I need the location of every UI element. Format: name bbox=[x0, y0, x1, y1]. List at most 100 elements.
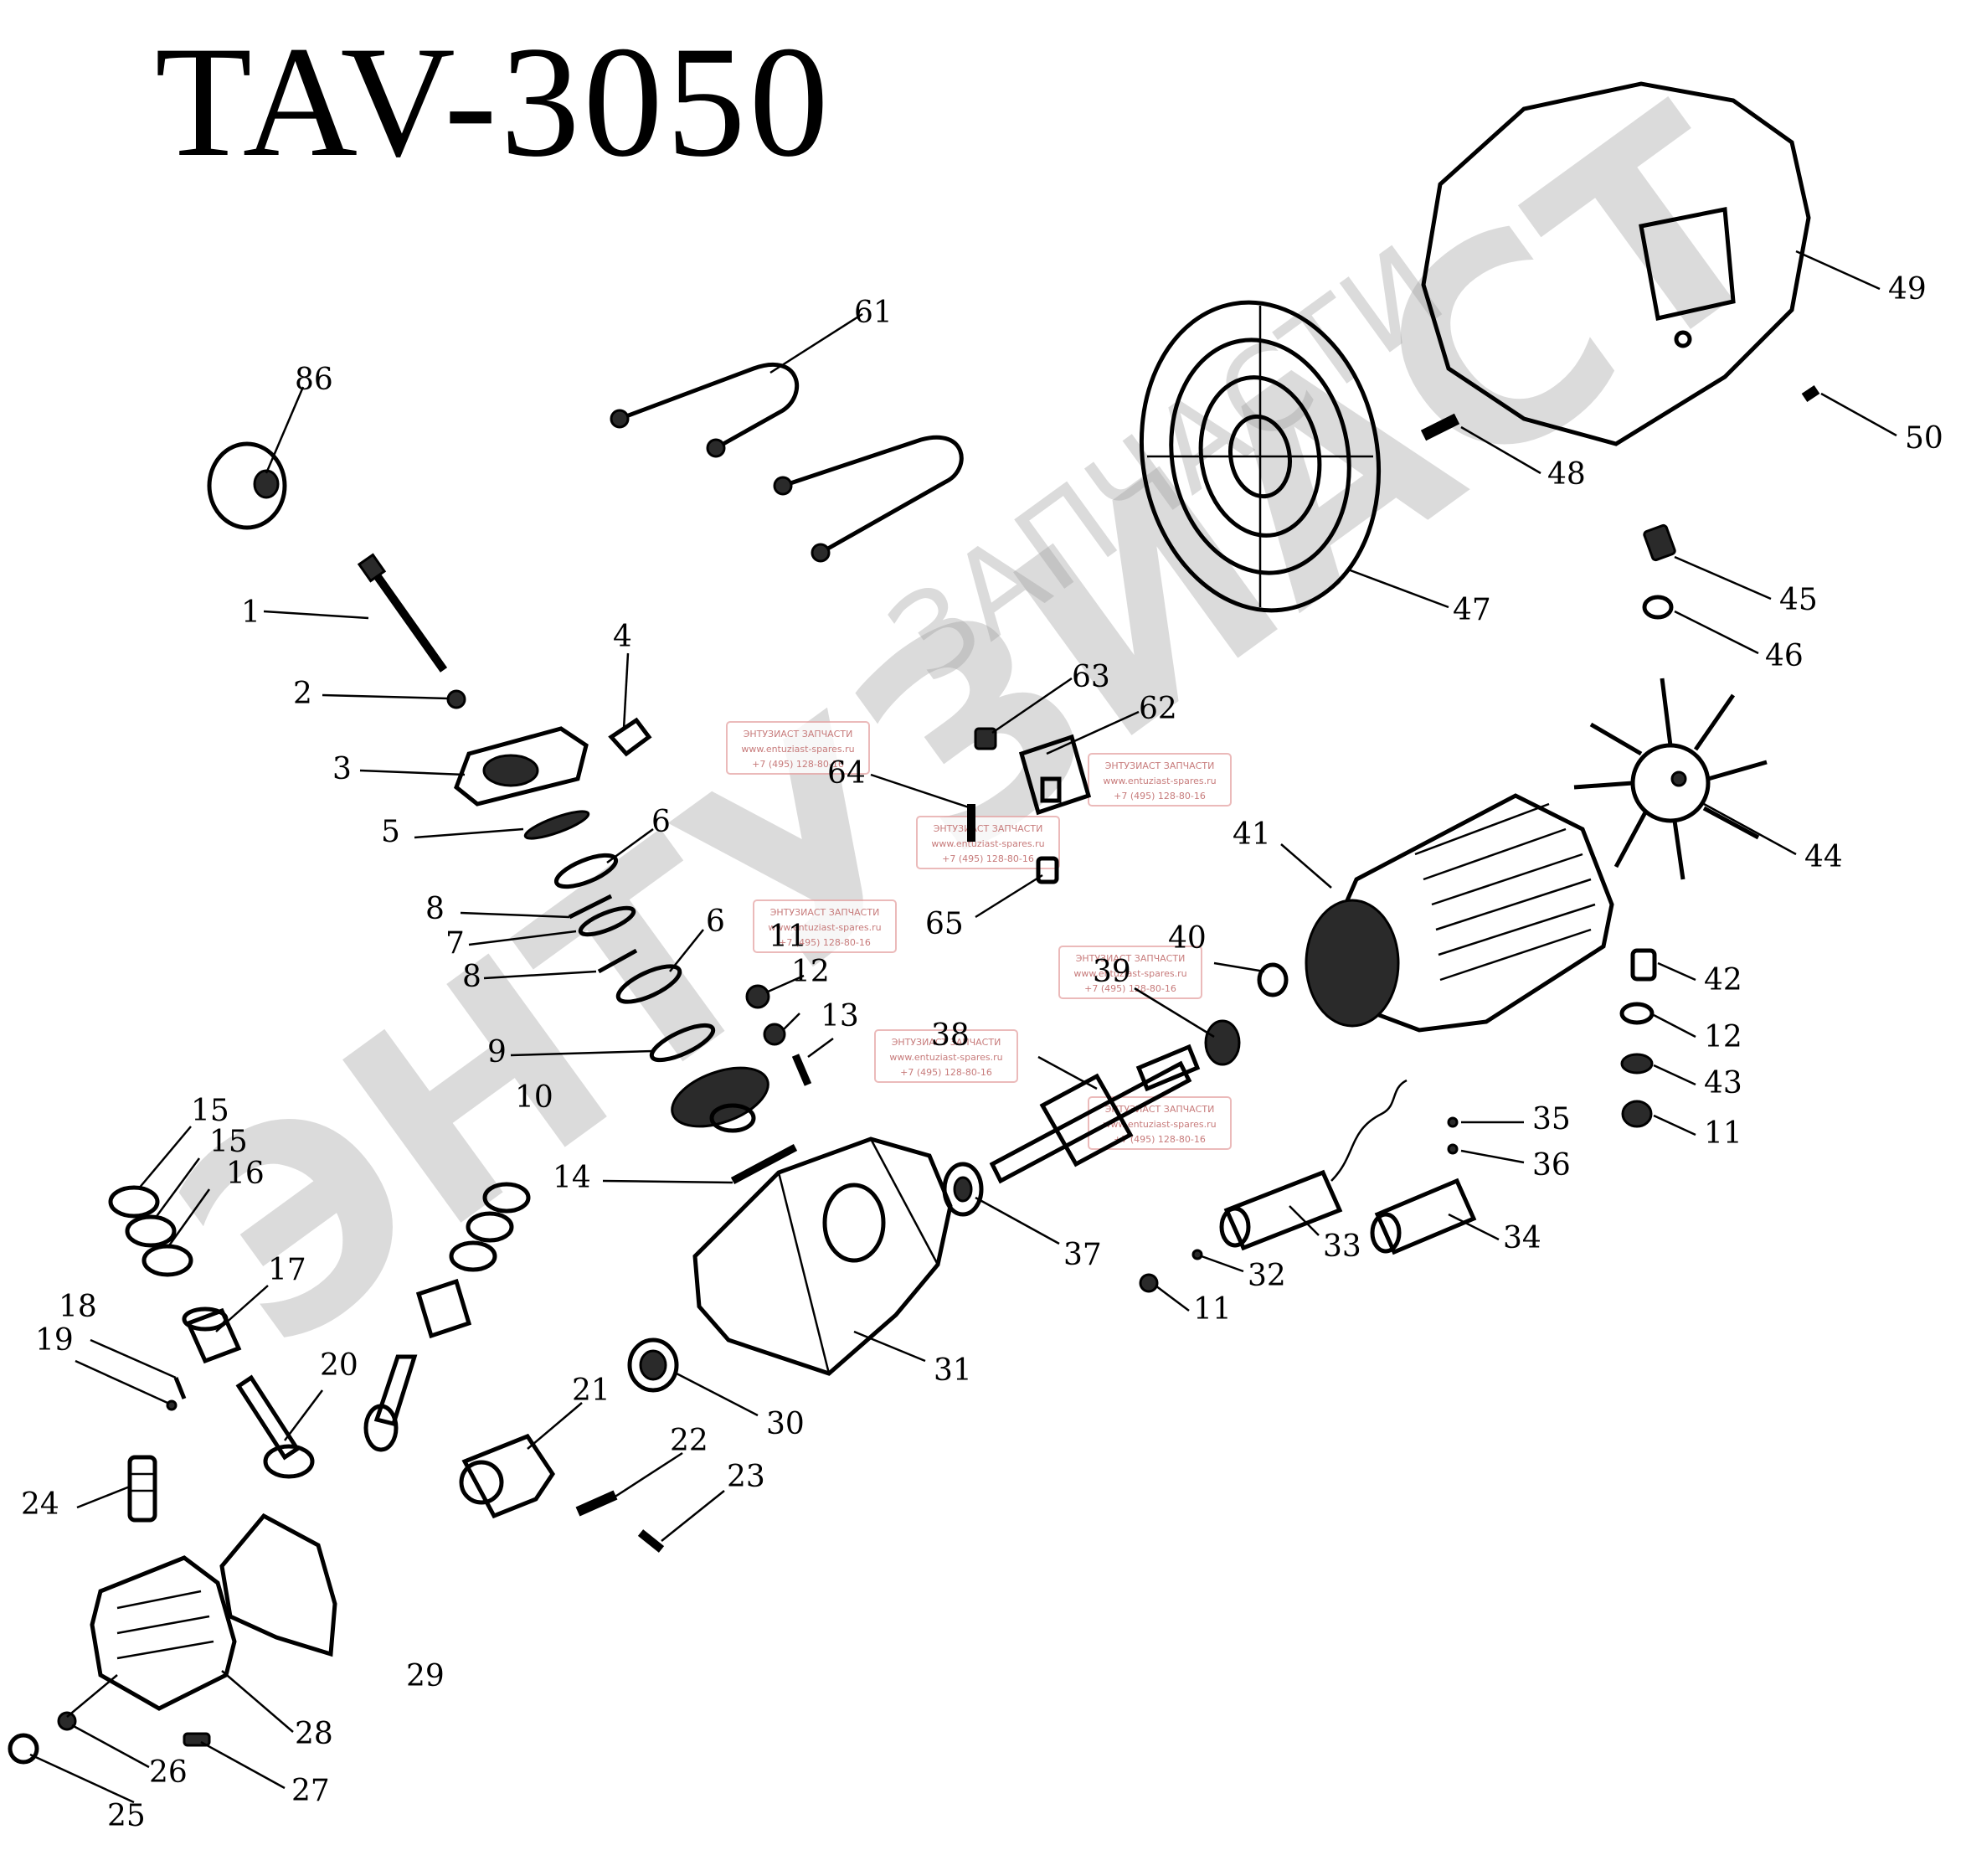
part-8-reed bbox=[597, 948, 638, 974]
part-15-ring bbox=[108, 1185, 160, 1219]
label-48: 48 bbox=[1547, 457, 1586, 492]
part-22-key bbox=[575, 1490, 618, 1517]
label-63: 63 bbox=[1072, 660, 1110, 694]
part-24-breather-fitting bbox=[127, 1455, 157, 1523]
label-13: 13 bbox=[821, 999, 859, 1033]
label-31: 31 bbox=[934, 1353, 972, 1388]
label-41: 41 bbox=[1233, 817, 1271, 852]
label-28: 28 bbox=[295, 1717, 333, 1751]
label-24: 24 bbox=[21, 1487, 59, 1522]
stamp-phone: +7 (495) 128-80-16 bbox=[1084, 983, 1176, 994]
label-2: 2 bbox=[293, 677, 312, 711]
label-37: 37 bbox=[1063, 1238, 1102, 1272]
part-32-screw bbox=[1191, 1249, 1203, 1260]
part-16-ring bbox=[142, 1244, 193, 1277]
label-19: 19 bbox=[35, 1323, 74, 1358]
label-27: 27 bbox=[291, 1774, 330, 1808]
label-50: 50 bbox=[1905, 421, 1943, 456]
label-8a: 8 bbox=[425, 892, 445, 926]
stamp-site: www.entuziast-spares.ru bbox=[1103, 776, 1216, 786]
part-17-piston bbox=[182, 1306, 242, 1364]
label-65: 65 bbox=[925, 907, 964, 941]
part-21-eccentric bbox=[459, 1433, 556, 1519]
label-43: 43 bbox=[1704, 1066, 1742, 1100]
stamp-name: ЭНТУЗИАСТ ЗАПЧАСТИ bbox=[934, 823, 1043, 834]
label-35: 35 bbox=[1532, 1102, 1571, 1136]
part-47-fan-guard bbox=[1139, 300, 1382, 613]
part-18-pin bbox=[173, 1377, 187, 1399]
stamp-name: ЭНТУЗИАСТ ЗАПЧАСТИ bbox=[770, 907, 880, 918]
part-3-valve-plate bbox=[454, 726, 589, 807]
part-23-set-screw bbox=[637, 1529, 665, 1553]
part-12-washer bbox=[763, 1023, 786, 1046]
label-17: 17 bbox=[268, 1253, 306, 1287]
part-10-cylinder bbox=[671, 1066, 769, 1133]
part-connecting-rod bbox=[363, 1354, 418, 1452]
part-19-clip bbox=[166, 1399, 178, 1411]
part-6-gasket bbox=[615, 964, 682, 1004]
label-6a: 6 bbox=[651, 805, 671, 839]
label-49: 49 bbox=[1888, 272, 1927, 307]
label-3: 3 bbox=[332, 752, 352, 786]
part-62-tee-fitting bbox=[1018, 734, 1092, 816]
watermark-stamp: ЭНТУЗИАСТ ЗАПЧАСТИ www.entuziast-spares.… bbox=[726, 721, 870, 775]
part-6-gasket bbox=[553, 853, 619, 889]
label-15b: 15 bbox=[209, 1125, 248, 1159]
part-49-motor-shroud bbox=[1421, 81, 1811, 446]
part-piston bbox=[415, 1278, 472, 1339]
part-ring bbox=[449, 1240, 497, 1272]
stamp-site: www.entuziast-spares.ru bbox=[768, 922, 881, 933]
part-11-nut bbox=[1139, 1273, 1159, 1293]
part-40-wave-washer bbox=[1257, 962, 1289, 997]
part-29-crankcase-gasket bbox=[219, 1513, 337, 1657]
part-1-long-bolt bbox=[357, 553, 448, 673]
label-39: 39 bbox=[1093, 955, 1131, 989]
part-13-screw bbox=[791, 1054, 812, 1086]
part-33-capacitor bbox=[1219, 1079, 1408, 1251]
part-65-cap bbox=[1036, 856, 1059, 884]
watermark-stamp: ЭНТУЗИАСТ ЗАПЧАСТИ www.entuziast-spares.… bbox=[874, 1029, 1018, 1083]
part-25-plug bbox=[8, 1733, 39, 1765]
part-5-gasket bbox=[523, 810, 590, 840]
watermark-stamp: ЭНТУЗИАСТ ЗАПЧАСТИ www.entuziast-spares.… bbox=[753, 899, 897, 953]
label-30: 30 bbox=[766, 1407, 805, 1441]
stamp-name: ЭНТУЗИАСТ ЗАПЧАСТИ bbox=[744, 729, 853, 740]
part-61-u-bolt bbox=[610, 362, 964, 563]
label-11b: 11 bbox=[1704, 1116, 1742, 1151]
part-38-rotor-shaft bbox=[989, 1044, 1201, 1184]
stamp-name: ЭНТУЗИАСТ ЗАПЧАСТИ bbox=[1076, 953, 1186, 964]
label-22: 22 bbox=[670, 1424, 708, 1458]
label-5: 5 bbox=[381, 815, 400, 849]
label-32: 32 bbox=[1248, 1259, 1286, 1293]
watermark-stamp: ЭНТУЗИАСТ ЗАПЧАСТИ www.entuziast-spares.… bbox=[1088, 1096, 1232, 1150]
part-ring bbox=[482, 1182, 531, 1214]
part-labels: 86 1 2 3 4 5 6 8 7 8 6 9 10 11 12 13 14 … bbox=[21, 272, 1943, 1833]
label-44: 44 bbox=[1804, 840, 1843, 874]
part-4-elbow-fitting bbox=[608, 717, 652, 757]
part-50-screw bbox=[1801, 385, 1820, 402]
label-21: 21 bbox=[572, 1374, 610, 1408]
label-10: 10 bbox=[515, 1080, 553, 1115]
label-23: 23 bbox=[727, 1460, 765, 1494]
label-42: 42 bbox=[1704, 963, 1742, 997]
label-8b: 8 bbox=[462, 960, 481, 994]
part-26-washer bbox=[57, 1711, 77, 1731]
part-8-reed bbox=[568, 894, 613, 920]
part-48-bolt bbox=[1420, 413, 1460, 441]
label-12b: 12 bbox=[1704, 1020, 1742, 1054]
label-36: 36 bbox=[1532, 1148, 1571, 1183]
part-39-bearing bbox=[1204, 1019, 1241, 1066]
label-62: 62 bbox=[1139, 692, 1177, 726]
part-11-nut bbox=[1621, 1100, 1653, 1128]
watermark-stamp: ЭНТУЗИАСТ ЗАПЧАСТИ www.entuziast-spares.… bbox=[1088, 753, 1232, 807]
part-37-bearing bbox=[942, 1162, 984, 1217]
label-26: 26 bbox=[149, 1755, 188, 1790]
part-20-connecting-rod bbox=[235, 1374, 315, 1479]
stamp-name: ЭНТУЗИАСТ ЗАПЧАСТИ bbox=[892, 1037, 1001, 1048]
label-86: 86 bbox=[295, 363, 333, 397]
label-46: 46 bbox=[1765, 639, 1804, 673]
label-45: 45 bbox=[1779, 583, 1818, 617]
label-16: 16 bbox=[226, 1157, 265, 1191]
label-47: 47 bbox=[1453, 593, 1491, 627]
